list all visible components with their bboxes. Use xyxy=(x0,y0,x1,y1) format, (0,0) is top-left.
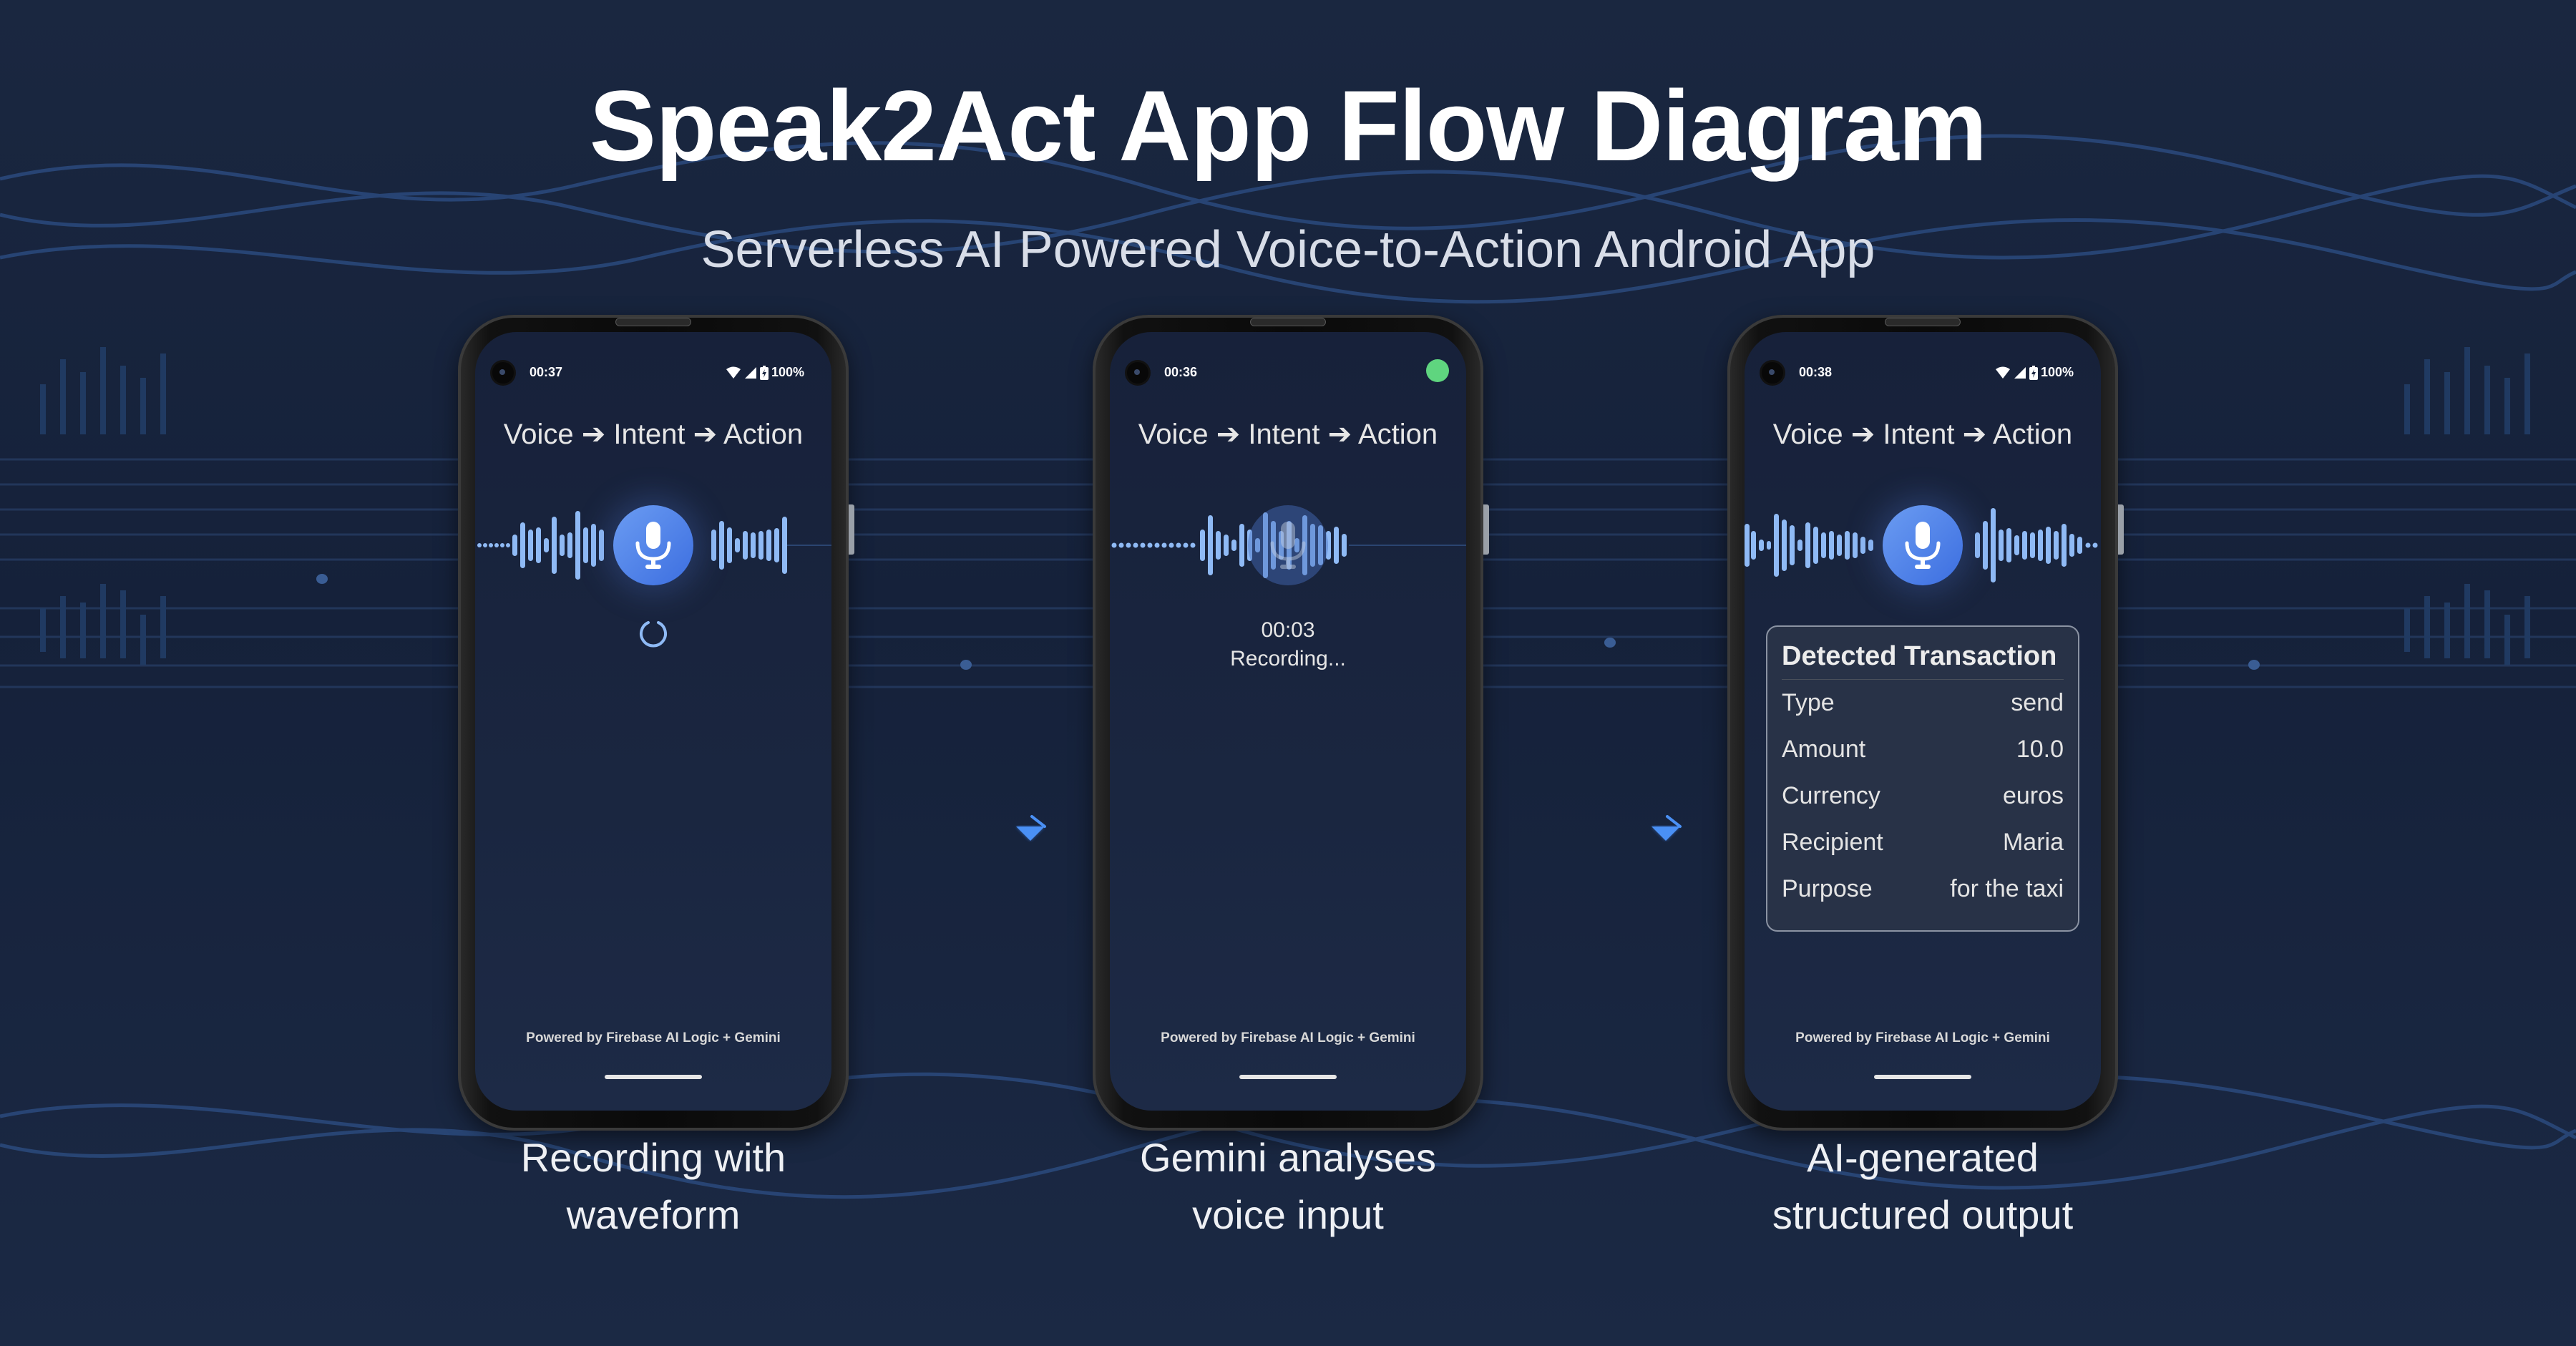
arrow-right-icon xyxy=(1016,815,1046,841)
recording-indicator-icon xyxy=(1426,359,1449,382)
row-value: euros xyxy=(2002,782,2064,809)
mic-button[interactable] xyxy=(1883,505,1963,585)
status-bar: 00:38 100% xyxy=(1745,358,2101,386)
loading-spinner-icon xyxy=(640,621,667,648)
phone-screen: 00:38 100% Voice ➔ Intent ➔ Action xyxy=(1745,332,2101,1111)
earpiece xyxy=(1885,318,1961,326)
caption-step-2: Gemini analyses voice input xyxy=(1038,1129,1538,1244)
row-value: 10.0 xyxy=(2016,736,2064,763)
battery-charging-icon xyxy=(759,365,769,380)
phone-recording: 00:37 100% Voice ➔ Intent ➔ Action xyxy=(458,315,854,1131)
caption-line: structured output xyxy=(1772,1192,2074,1237)
row-label: Purpose xyxy=(1782,875,1873,902)
battery-percent: 100% xyxy=(2040,365,2074,379)
status-time: 00:38 xyxy=(1799,365,1833,379)
home-indicator[interactable] xyxy=(1239,1075,1337,1079)
caption-step-1: Recording with waveform xyxy=(403,1129,904,1244)
detected-transaction-card: Detected Transaction Type send Amount 10… xyxy=(1766,625,2079,932)
status-time: 00:36 xyxy=(1164,365,1198,379)
app-heading: Voice ➔ Intent ➔ Action xyxy=(1772,419,2073,450)
row-value: for the taxi xyxy=(1950,875,2064,902)
power-button xyxy=(1483,504,1489,555)
transaction-row-currency: Currency euros xyxy=(1782,773,2064,819)
home-indicator[interactable] xyxy=(1874,1075,1971,1079)
system-icons: 100% xyxy=(726,365,804,380)
row-label: Currency xyxy=(1782,782,1880,809)
power-button xyxy=(849,504,854,555)
caption-line: Recording with xyxy=(520,1135,786,1180)
caption-line: AI-generated xyxy=(1807,1135,2039,1180)
earpiece xyxy=(1250,318,1326,326)
page-title: Speak2Act App Flow Diagram xyxy=(589,69,1988,182)
front-camera-icon xyxy=(492,362,514,384)
row-label: Recipient xyxy=(1782,829,1883,856)
row-value: send xyxy=(2011,689,2064,716)
recording-timer: 00:03 xyxy=(1261,618,1315,642)
battery-charging-icon xyxy=(2029,365,2038,380)
front-camera-icon xyxy=(1127,362,1148,384)
waveform xyxy=(1745,508,2098,582)
caption-line: waveform xyxy=(566,1192,741,1237)
row-value: Maria xyxy=(2002,829,2064,856)
caption-line: voice input xyxy=(1192,1192,1384,1237)
earpiece xyxy=(615,318,691,326)
transaction-row-recipient: Recipient Maria xyxy=(1782,819,2064,866)
status-bar: 00:37 100% xyxy=(475,358,831,386)
powered-by-footer: Powered by Firebase AI Logic + Gemini xyxy=(1161,1030,1415,1045)
phone-result: 00:38 100% Voice ➔ Intent ➔ Action xyxy=(1727,315,2124,1131)
microphone-icon xyxy=(1270,522,1306,569)
row-label: Type xyxy=(1782,689,1835,716)
recording-status: Recording... xyxy=(1230,647,1346,670)
page-subtitle: Serverless AI Powered Voice-to-Action An… xyxy=(701,221,1875,278)
phone-analysing: 00:36 Voice ➔ Intent ➔ Action 00: xyxy=(1093,315,1489,1131)
transaction-row-purpose: Purpose for the taxi xyxy=(1782,866,2064,912)
transaction-row-amount: Amount 10.0 xyxy=(1782,726,2064,773)
app-heading: Voice ➔ Intent ➔ Action xyxy=(1138,419,1438,450)
front-camera-icon xyxy=(1762,362,1783,384)
signal-icon xyxy=(2014,366,2026,379)
battery-percent: 100% xyxy=(771,365,804,379)
caption-line: Gemini analyses xyxy=(1140,1135,1436,1180)
wifi-icon xyxy=(1995,366,2010,379)
home-indicator[interactable] xyxy=(605,1075,702,1079)
status-bar: 00:36 xyxy=(1110,358,1466,386)
app-heading: Voice ➔ Intent ➔ Action xyxy=(503,419,804,450)
microphone-icon xyxy=(1905,522,1941,569)
row-label: Amount xyxy=(1782,736,1866,763)
power-button xyxy=(2118,504,2124,555)
status-time: 00:37 xyxy=(530,365,563,379)
arrow-right-icon xyxy=(1652,815,1682,841)
powered-by-footer: Powered by Firebase AI Logic + Gemini xyxy=(1795,1030,2050,1045)
microphone-icon xyxy=(635,522,671,569)
caption-step-3: AI-generated structured output xyxy=(1672,1129,2173,1244)
card-title: Detected Transaction xyxy=(1782,627,2064,680)
phone-screen: 00:37 100% Voice ➔ Intent ➔ Action xyxy=(475,332,831,1111)
mic-button[interactable] xyxy=(1248,505,1328,585)
signal-icon xyxy=(744,366,756,379)
phone-screen: 00:36 Voice ➔ Intent ➔ Action 00: xyxy=(1110,332,1466,1111)
waveform xyxy=(1111,512,1466,578)
mic-button[interactable] xyxy=(613,505,693,585)
transaction-row-type: Type send xyxy=(1782,680,2064,726)
powered-by-footer: Powered by Firebase AI Logic + Gemini xyxy=(526,1030,781,1045)
system-icons: 100% xyxy=(1995,365,2074,380)
waveform xyxy=(477,511,831,580)
wifi-icon xyxy=(726,366,741,379)
